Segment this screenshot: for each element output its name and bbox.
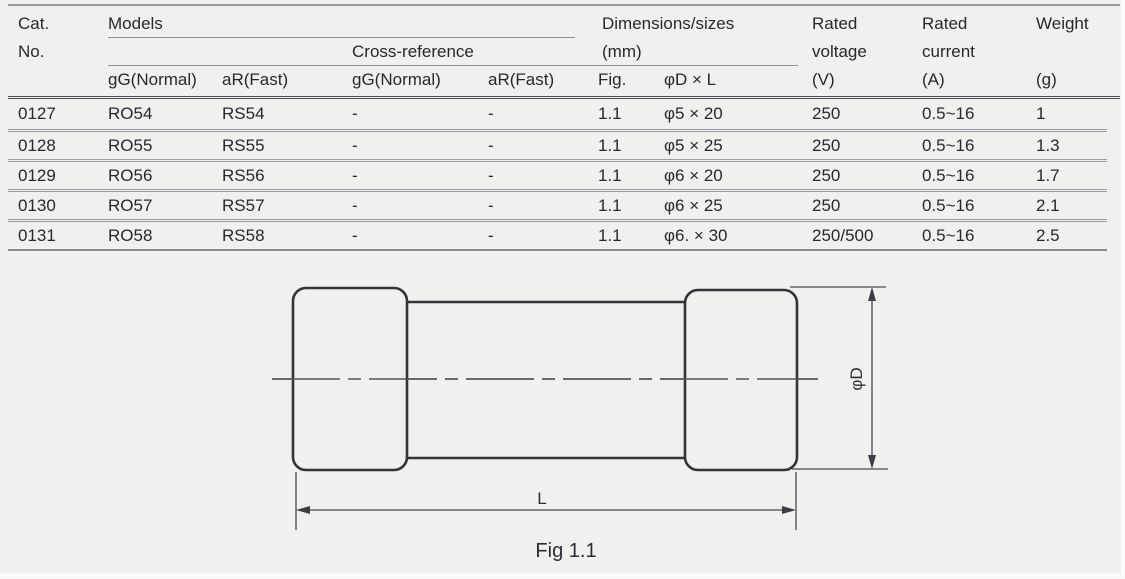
subheader-gg-cross: gG(Normal) [352,70,441,89]
cell-current: 0.5~16 [922,135,975,155]
cell-current: 0.5~16 [922,225,975,245]
cell-weight: 2.1 [1036,195,1060,215]
cell-voltage: 250 [812,135,841,155]
table-row: 0129 RO56 RS56 - - 1.1 φ6 × 20 250 0.5~1… [8,162,1107,192]
header-voltage-unit: (V) [812,70,835,89]
header-rated-current-1: Rated [922,14,968,33]
subheader-ar-models: aR(Fast) [222,70,289,89]
length-label: L [537,489,546,508]
cell-cross-ar: - [488,165,494,185]
cell-model-ar: RS58 [222,225,265,245]
arrowhead-right-icon [782,506,796,514]
cell-dimensions: φ5 × 20 [664,104,723,123]
cell-cat-no: 0127 [18,104,56,123]
cell-model-ar: RS56 [222,165,265,185]
table-body: 0127 RO54 RS54 - - 1.1 φ5 × 20 250 0.5~1… [8,99,1107,251]
cell-dimensions: φ6 × 25 [664,195,723,215]
cell-model-gg: RO55 [108,135,153,155]
models-underline [108,37,575,38]
cell-cat-no: 0130 [18,195,56,215]
cell-cross-gg: - [352,165,358,185]
header-rated-current-2: current [922,42,975,61]
cell-voltage: 250/500 [812,225,874,245]
cell-model-ar: RS55 [222,135,265,155]
arrowhead-down-icon [868,455,876,469]
subheader-gg-models: gG(Normal) [108,70,197,89]
arrowhead-up-icon [868,287,876,301]
header-weight-unit: (g) [1036,70,1057,89]
cell-cross-gg: - [352,104,358,123]
cell-model-gg: RO56 [108,165,153,185]
subheader-overline [108,65,798,66]
cell-weight: 1.7 [1036,165,1060,185]
cell-fig: 1.1 [598,104,622,123]
subheader-diameter-length: φD × L [664,70,717,89]
cell-cross-gg: - [352,195,358,215]
header-rated-voltage-1: Rated [812,14,858,33]
cell-model-gg: RO54 [108,104,153,123]
cell-model-ar: RS54 [222,104,265,123]
header-dimensions-unit: (mm) [602,42,642,61]
cell-cross-ar: - [488,104,494,123]
cell-model-ar: RS57 [222,195,265,215]
table-row: 0127 RO54 RS54 - - 1.1 φ5 × 20 250 0.5~1… [8,99,1107,132]
cell-dimensions: φ6 × 20 [664,165,723,185]
header-weight: Weight [1036,14,1089,33]
cell-voltage: 250 [812,104,841,123]
cell-weight: 1.3 [1036,135,1060,155]
cell-cross-gg: - [352,135,358,155]
cell-fig: 1.1 [598,225,622,245]
cell-current: 0.5~16 [922,165,975,185]
table-row: 0128 RO55 RS55 - - 1.1 φ5 × 25 250 0.5~1… [8,132,1107,162]
figure-caption: Fig 1.1 [535,540,596,562]
cell-voltage: 250 [812,195,841,215]
cell-cross-gg: - [352,225,358,245]
cell-dimensions: φ5 × 25 [664,135,723,155]
cell-cross-ar: - [488,135,494,155]
cell-dimensions: φ6. × 30 [664,225,728,245]
header-cross-reference: Cross-reference [352,42,474,61]
header-cat: Cat. [18,14,50,33]
table-row: 0130 RO57 RS57 - - 1.1 φ6 × 25 250 0.5~1… [8,192,1107,222]
fuse-dimension-drawing: φD L Fig 1.1 [272,286,888,562]
header-models: Models [108,14,163,33]
cell-weight: 2.5 [1036,225,1060,245]
subheader-ar-cross: aR(Fast) [488,70,555,89]
fuse-spec-table: Cat. No. Models Cross-reference Dimensio… [8,4,1120,251]
cell-model-gg: RO57 [108,195,153,215]
page-right-edge [1121,0,1125,579]
cell-current: 0.5~16 [922,104,975,123]
cell-model-gg: RO58 [108,225,153,245]
page-bottom-edge [0,573,1125,579]
subheader-fig: Fig. [598,70,627,89]
cell-fig: 1.1 [598,135,622,155]
header-no: No. [18,42,45,61]
cell-fig: 1.1 [598,195,622,215]
table-header: Cat. No. Models Cross-reference Dimensio… [8,4,1120,99]
cell-cross-ar: - [488,195,494,215]
table-row: 0131 RO58 RS58 - - 1.1 φ6. × 30 250/500 … [8,222,1107,251]
cell-cat-no: 0129 [18,165,56,185]
cell-weight: 1 [1036,104,1046,123]
cell-cat-no: 0128 [18,135,56,155]
arrowhead-left-icon [296,506,310,514]
cell-cat-no: 0131 [18,225,56,245]
cell-current: 0.5~16 [922,195,975,215]
cell-fig: 1.1 [598,165,622,185]
header-dimensions: Dimensions/sizes [602,14,735,33]
header-rated-voltage-2: voltage [812,42,867,61]
diameter-label: φD [847,367,866,390]
header-current-unit: (A) [922,70,945,89]
cell-voltage: 250 [812,165,841,185]
cell-cross-ar: - [488,225,494,245]
fuse-right-cap [683,288,799,472]
